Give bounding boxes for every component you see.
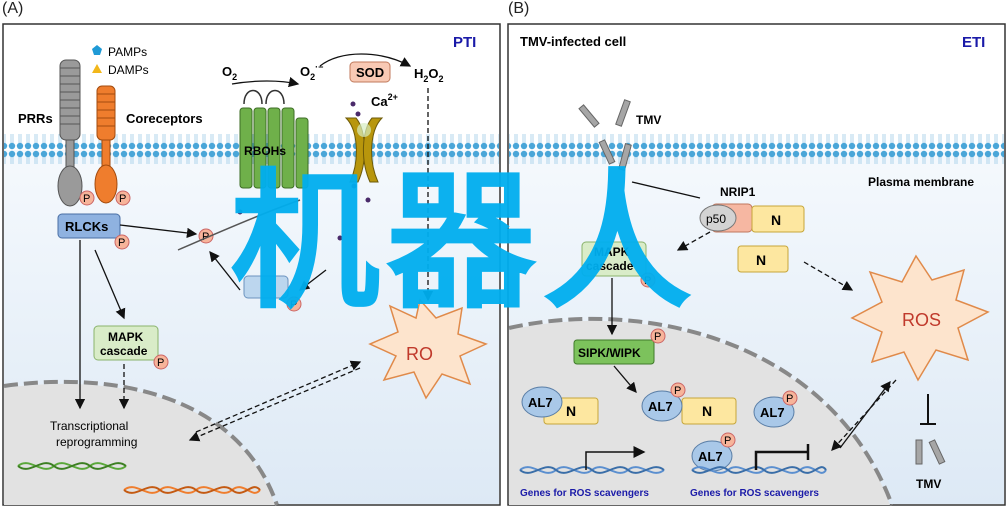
coreceptor [94, 85, 118, 204]
membrane-b [509, 134, 1004, 164]
sipk-wipk-box [573, 339, 655, 365]
panel-title-eti: ETI [962, 34, 985, 51]
phospho-badge: P [114, 234, 130, 250]
dna-helix-orange [123, 486, 261, 494]
phospho-badge: P [782, 390, 798, 406]
dna-helix-blue-2 [691, 466, 827, 474]
svg-text:P: P [118, 237, 125, 249]
label-nrip1: NRIP1 [720, 185, 756, 199]
legend-damps: DAMPs [108, 63, 149, 77]
panel-letter-a: (A) [2, 0, 24, 17]
dna-helix-blue-1 [519, 466, 665, 474]
panel-a: PTI PAMPs DAMPs PRRs Coreceptors P P RLC… [2, 23, 501, 506]
label-mapk-b: MAPK [594, 245, 630, 259]
label-genes-1: Genes for ROS scavengers [520, 488, 649, 499]
label-p50: p50 [706, 212, 726, 226]
ros-burst-b [850, 254, 990, 382]
damps-icon [92, 64, 102, 73]
svg-text:P: P [290, 299, 297, 311]
label-o2: O2 [222, 64, 237, 82]
label-ros-a: RO [406, 344, 433, 364]
rlcks-box [57, 213, 121, 239]
label-al7-3: AL7 [760, 405, 785, 420]
label-genes-2: Genes for ROS scavengers [690, 488, 819, 499]
sod-box [349, 61, 391, 83]
label-mapk-a: MAPK [108, 330, 144, 344]
label-prrs: PRRs [18, 111, 53, 126]
svg-text:P: P [644, 275, 651, 287]
svg-text:P: P [724, 435, 731, 447]
label-tmv-top: TMV [636, 113, 661, 127]
label-coreceptors: Coreceptors [126, 111, 203, 126]
label-sipk: SIPK/WIPK [578, 346, 641, 360]
label-rlcks: RLCKs [65, 219, 108, 234]
label-al7-2: AL7 [648, 399, 673, 414]
label-superoxide: O2·− [300, 62, 323, 82]
label-n-4: N [702, 403, 712, 419]
svg-text:P: P [654, 331, 661, 343]
phospho-badge: P [79, 190, 95, 206]
svg-text:P: P [674, 385, 681, 397]
rboh-channel [239, 89, 309, 189]
panel-b: TMV-infected cell ETI TMV Plasma membran… [507, 23, 1006, 506]
label-n-1: N [771, 212, 781, 228]
al7-oval [641, 390, 683, 422]
label-n-2: N [756, 252, 766, 268]
label-ca: Ca2+ [371, 92, 398, 109]
kinase-box-a [243, 275, 289, 299]
label-ros-b: ROS [902, 310, 941, 330]
label-plasma-membrane: Plasma membrane [868, 175, 974, 189]
legend-pamps: PAMPs [108, 45, 147, 59]
tmv-virus-icon [915, 439, 946, 465]
prr-receptor [57, 59, 83, 207]
n-protein-box [737, 245, 789, 273]
label-sod: SOD [356, 65, 384, 80]
tmv-virus-icon [578, 99, 632, 171]
nucleus-a [4, 383, 275, 505]
phospho-badge: P [650, 328, 666, 344]
svg-text:P: P [202, 231, 209, 243]
label-cascade-a: cascade [100, 344, 148, 358]
phospho-badge: P [640, 272, 656, 288]
phospho-badge: P [670, 382, 686, 398]
n-protein-box [751, 205, 805, 233]
svg-text:P: P [786, 393, 793, 405]
label-n-3: N [566, 403, 576, 419]
dna-helix-green [17, 462, 127, 470]
label-infected: TMV-infected cell [520, 34, 626, 49]
label-h2o2: H2O2 [414, 66, 444, 84]
panel-letter-b: (B) [508, 0, 530, 17]
panel-title-pti: PTI [453, 34, 476, 51]
label-al7-4: AL7 [698, 449, 723, 464]
svg-text:P: P [157, 357, 164, 369]
label-al7-1: AL7 [528, 395, 553, 410]
label-cascade-b: cascade [586, 259, 634, 273]
phospho-badge: P [153, 354, 169, 370]
al7-oval [521, 386, 563, 418]
ros-burst-a [368, 298, 488, 400]
svg-text:P: P [119, 193, 126, 205]
mapk-box-a [93, 325, 159, 361]
phospho-badge: P [720, 432, 736, 448]
label-tmv-bottom: TMV [916, 477, 941, 491]
n-protein-box [681, 397, 737, 425]
label-rbohs: RBOHs [244, 144, 286, 158]
p50-oval [699, 204, 737, 232]
calcium-channel [344, 117, 384, 183]
pamps-icon [92, 45, 102, 55]
al7-oval [753, 396, 795, 428]
label-reprogramming: reprogramming [56, 435, 137, 449]
mapk-box-b [581, 241, 647, 277]
label-transcriptional: Transcriptional [50, 419, 128, 433]
svg-text:P: P [83, 193, 90, 205]
watermark-text: 机器人 [230, 156, 699, 330]
phospho-badge: P [115, 190, 131, 206]
phospho-badge: P [286, 296, 302, 312]
